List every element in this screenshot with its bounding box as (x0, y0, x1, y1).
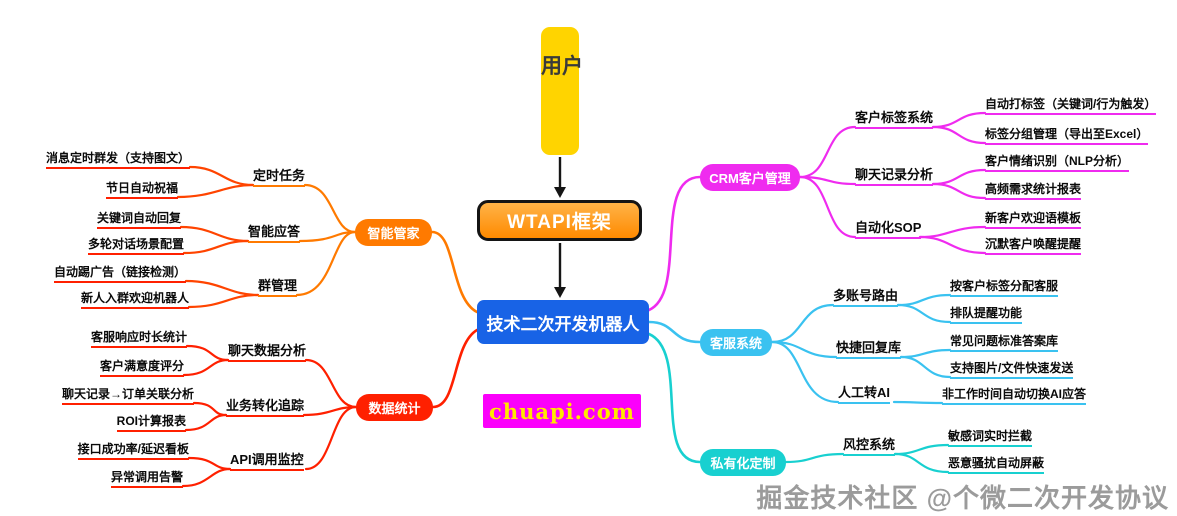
leaf-multiround-dialog: 多轮对话场景配置 (87, 237, 184, 255)
leaf-tag-based-routing: 按客户标签分配客服 (950, 279, 1059, 297)
sub-smart-reply: 智能应答 (248, 224, 301, 243)
leaf-harassment-block: 恶意骚扰自动屏蔽 (948, 456, 1045, 474)
leaf-api-dashboard: 接口成功率/延迟看板 (77, 442, 189, 460)
user-to-framework-arrow (554, 157, 566, 198)
sub-group-management: 群管理 (258, 278, 298, 297)
node-wtapi-framework: WTAPI框架 (477, 200, 642, 241)
sub-risk-control: 风控系统 (843, 437, 896, 456)
sub-quick-reply-library: 快捷回复库 (836, 340, 902, 359)
crm-branch-lines (647, 111, 987, 312)
leaf-response-time-stats: 客服响应时长统计 (90, 330, 187, 348)
leaf-emotion-recognition: 客户情绪识别（NLP分析） (985, 154, 1130, 172)
node-private-customization: 私有化定制 (700, 449, 786, 476)
sub-human-to-ai: 人工转AI (838, 385, 891, 404)
node-user: 用户 (541, 27, 583, 155)
framework-to-robot-arrow (554, 243, 566, 298)
sub-chat-record-analysis: 聊天记录分析 (855, 167, 934, 186)
sub-multi-account-routing: 多账号路由 (833, 288, 899, 307)
sub-conversion-tracking: 业务转化追踪 (226, 398, 305, 417)
leaf-silent-wakeup: 沉默客户唤醒提醒 (985, 237, 1082, 255)
sub-automation-sop: 自动化SOP (855, 220, 922, 239)
leaf-quick-file-send: 支持图片/文件快速发送 (950, 361, 1074, 379)
leaf-welcome-template: 新客户欢迎语模板 (985, 211, 1082, 229)
sub-chat-analytics: 聊天数据分析 (228, 343, 307, 362)
data-statistics-branch-lines (181, 328, 479, 488)
leaf-holiday-greeting: 节日自动祝福 (105, 181, 178, 199)
sub-api-monitoring: API调用监控 (230, 452, 304, 471)
website-badge: chuapi.com (483, 394, 641, 428)
node-customer-service: 客服系统 (700, 329, 772, 356)
sub-timed-tasks: 定时任务 (253, 168, 306, 187)
leaf-queue-reminder: 排队提醒功能 (950, 306, 1023, 324)
node-dev-robot: 技术二次开发机器人 (477, 300, 649, 344)
private-custom-branch-lines (647, 332, 950, 474)
node-data-statistics: 数据统计 (356, 394, 433, 421)
leaf-keyword-autoreply: 关键词自动回复 (96, 211, 181, 229)
leaf-order-correlation: 聊天记录→订单关联分析 (61, 387, 194, 405)
leaf-demand-report: 高频需求统计报表 (985, 182, 1082, 200)
smart-butler-leaf-lines (176, 165, 260, 309)
node-smart-butler: 智能管家 (355, 219, 432, 246)
leaf-auto-tagging: 自动打标签（关键词/行为触发） (985, 97, 1157, 115)
leaf-faq-library: 常见问题标准答案库 (950, 334, 1059, 352)
node-crm-management: CRM客户管理 (700, 164, 800, 191)
leaf-kick-ads: 自动踢广告（链接检测） (53, 265, 186, 283)
leaf-abnormal-alert: 异常调用告警 (110, 470, 183, 488)
sub-customer-tag-system: 客户标签系统 (855, 110, 934, 129)
leaf-sensitive-word-block: 敏感词实时拦截 (948, 429, 1033, 447)
watermark-text: 掘金技术社区 @个微二次开发协议 (756, 483, 1169, 513)
leaf-satisfaction-score: 客户满意度评分 (99, 359, 184, 377)
leaf-scheduled-broadcast: 消息定时群发（支持图文） (45, 151, 190, 169)
leaf-roi-report: ROI计算报表 (116, 414, 186, 432)
leaf-welcome-bot: 新人入群欢迎机器人 (80, 291, 189, 309)
leaf-tag-group-export: 标签分组管理（导出至Excel） (985, 127, 1149, 145)
smart-butler-branch-lines (295, 183, 479, 314)
leaf-offhours-ai: 非工作时间自动切换AI应答 (942, 387, 1087, 405)
customer-service-branch-lines (647, 293, 952, 405)
